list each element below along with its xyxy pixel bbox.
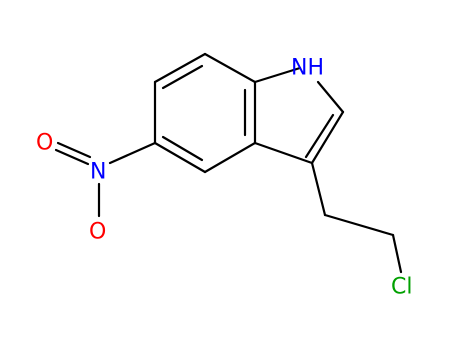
bond-c3-ch2 xyxy=(310,161,327,217)
bond-n-o-upper-a xyxy=(56,141,92,159)
nh-label: NH xyxy=(291,56,324,81)
bond-c5-c4 xyxy=(153,141,207,174)
bond-c2-c3 xyxy=(310,110,345,165)
bond-c7-c6 xyxy=(153,52,207,84)
bond-c7-c6-inner xyxy=(161,64,204,90)
bond-n1-c2 xyxy=(316,80,345,114)
bond-c7a-c7 xyxy=(203,52,257,84)
nitro-o-upper-label: O xyxy=(36,131,53,156)
bond-n-o-upper-b xyxy=(54,148,90,166)
nitro-o-lower-label: O xyxy=(89,220,106,245)
bond-c2-c3-inner xyxy=(304,113,335,159)
bond-c3-c3a xyxy=(253,141,314,165)
bond-ch2-cl xyxy=(391,233,403,274)
bond-c5-c4-inner xyxy=(161,135,204,162)
chlorine-label: Cl xyxy=(391,275,412,300)
bond-c4-c3a xyxy=(203,141,257,174)
nitro-n-label: N xyxy=(90,160,106,185)
bond-c7a-n1 xyxy=(253,66,302,84)
bond-c5-n-nitro xyxy=(108,141,157,165)
bond-ch2-ch2 xyxy=(323,213,395,237)
